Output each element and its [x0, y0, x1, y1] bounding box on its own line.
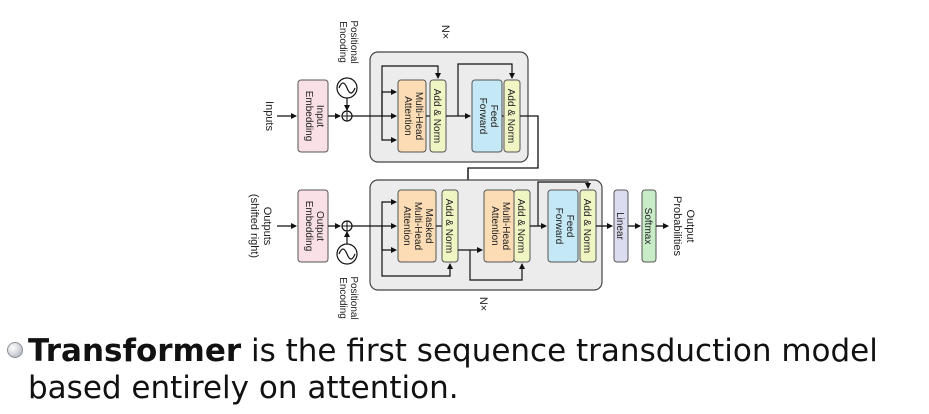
encoder-positional-line1: Positional: [348, 20, 359, 63]
decoder-add-norm-1-box: [441, 189, 459, 263]
encoder-add-norm-2-text: Add & Norm: [505, 89, 516, 143]
cross-attention-line2: Attention: [489, 206, 500, 245]
decoder-add-norm-2-label: Add & Norm: [515, 199, 526, 253]
encoder-attention-line2: Attention: [402, 96, 413, 135]
outputs-label-line1: Outputs: [261, 207, 273, 246]
decoder-masked-attention-text: Masked Multi-Head Attention: [401, 202, 434, 250]
inputs-label: Inputs: [263, 101, 275, 131]
encoder-feed-forward-text: Feed Forward: [477, 98, 499, 135]
masked-attention-line3: Attention: [401, 206, 412, 245]
encoder-add-norm-2-label: Add & Norm: [505, 89, 516, 143]
encoder-attention-line1: Multi-Head: [413, 92, 424, 140]
cross-attention-line1: Multi-Head: [500, 202, 511, 250]
input-embedding-line2: Embedding: [303, 91, 314, 142]
decoder-add-norm-3-label: Add & Norm: [581, 199, 592, 253]
input-embedding-line1: Input: [314, 105, 325, 127]
output-probabilities-text: Output Probabilities: [671, 196, 696, 256]
encoder-inputs-text: Inputs: [263, 101, 275, 131]
encoder-add-norm-1-text: Add & Norm: [431, 89, 442, 143]
decoder-outputs-text: Outputs (shifted right): [248, 194, 273, 258]
decoder-positional-line2: Encoding: [337, 277, 348, 319]
decoder-feed-forward-line2: Forward: [553, 208, 564, 245]
decoder-add-norm-1-text: Add & Norm: [443, 199, 454, 253]
decoder-feed-forward-line1: Feed: [564, 215, 575, 238]
decoder-add-norm-3-text: Add & Norm: [581, 199, 592, 253]
decoder-positional-text: Positional Encoding: [337, 276, 359, 319]
softmax-text: Softmax: [642, 208, 653, 245]
caption-rest: is the first sequence transduction model…: [28, 333, 878, 406]
masked-attention-line2: Multi-Head: [412, 202, 423, 250]
decoder-nx-text: N×: [477, 297, 489, 311]
decoder-add-norm-1-label: Add & Norm: [443, 199, 454, 253]
encoder-positional-text: Positional Encoding: [337, 20, 359, 63]
output-embedding-line2: Embedding: [303, 201, 314, 252]
encoder-attention-text: Multi-Head Attention: [402, 92, 424, 140]
softmax-label: Softmax: [642, 208, 653, 245]
decoder-nx-label: N×: [477, 297, 489, 311]
output-embedding-text: Output Embedding: [303, 201, 325, 252]
masked-attention-line1: Masked: [423, 208, 434, 243]
decoder-positional-line1: Positional: [348, 276, 359, 319]
output-probs-line1: Output: [684, 209, 696, 242]
encoder-feed-forward-line2: Forward: [477, 98, 488, 135]
input-embedding-text: Input Embedding: [303, 91, 325, 142]
encoder-nx-text: N×: [439, 25, 451, 39]
decoder-feed-forward-box: [547, 189, 579, 263]
encoder-positional-line2: Encoding: [337, 21, 348, 63]
encoder-add-norm-1-label: Add & Norm: [431, 89, 442, 143]
encoder-nx-label: N×: [439, 25, 451, 39]
linear-label: Linear: [614, 212, 625, 240]
output-probs-line2: Probabilities: [671, 196, 683, 256]
output-embedding-line1: Output: [314, 211, 325, 241]
bullet-icon: [7, 342, 23, 358]
caption: Transformer is the first sequence transd…: [7, 333, 923, 407]
encoder-feed-forward-line1: Feed: [488, 105, 499, 128]
outputs-label-line2: (shifted right): [248, 194, 260, 258]
linear-text: Linear: [614, 212, 625, 240]
decoder-add-norm-2-text: Add & Norm: [515, 199, 526, 253]
decoder-cross-attention-text: Multi-Head Attention: [489, 202, 511, 250]
caption-bold: Transformer: [28, 333, 242, 369]
decoder-feed-forward-text: Feed Forward: [553, 208, 575, 245]
